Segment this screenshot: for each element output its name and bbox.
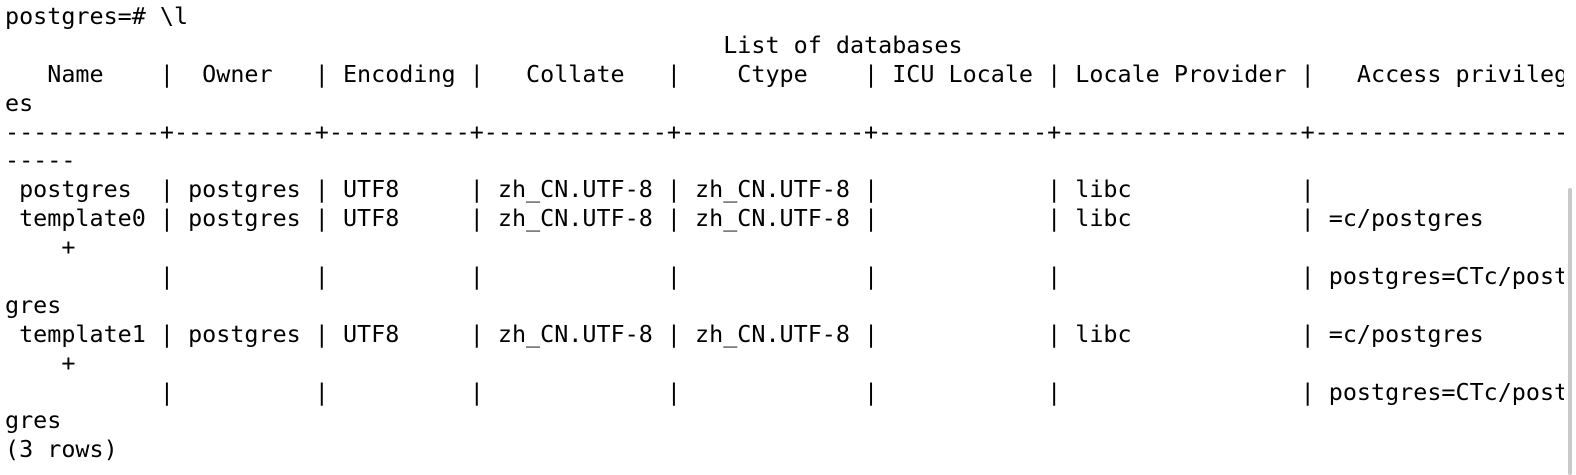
table-header: Name | Owner | Encoding | Collate | Ctyp… [5,59,1569,88]
table-header-wrap: es [5,88,34,117]
row-count: (3 rows) [5,435,118,464]
scrollbar-thumb[interactable] [1568,188,1572,475]
table-row: template1 | postgres | UTF8 | zh_CN.UTF-… [5,319,1484,348]
table-row: postgres | postgres | UTF8 | zh_CN.UTF-8… [5,175,1315,204]
table-row-wrap: + [5,233,76,262]
table-separator-wrap: ----- [5,146,76,175]
table-row-wrap: gres [5,406,62,435]
table-title: List of databases [5,30,963,59]
table-row-wrap: gres [5,290,62,319]
table-row: | | | | | | | postgres=CTc/post [5,262,1569,291]
table-row-wrap: + [5,348,76,377]
scrollbar[interactable] [1564,0,1576,475]
table-separator: -----------+----------+----------+------… [5,117,1569,146]
table-row: template0 | postgres | UTF8 | zh_CN.UTF-… [5,204,1484,233]
terminal-output: postgres=# \l List of databases Name | O… [5,2,1576,464]
prompt-line: postgres=# \l [5,2,189,30]
table-row: | | | | | | | postgres=CTc/post [5,377,1569,406]
